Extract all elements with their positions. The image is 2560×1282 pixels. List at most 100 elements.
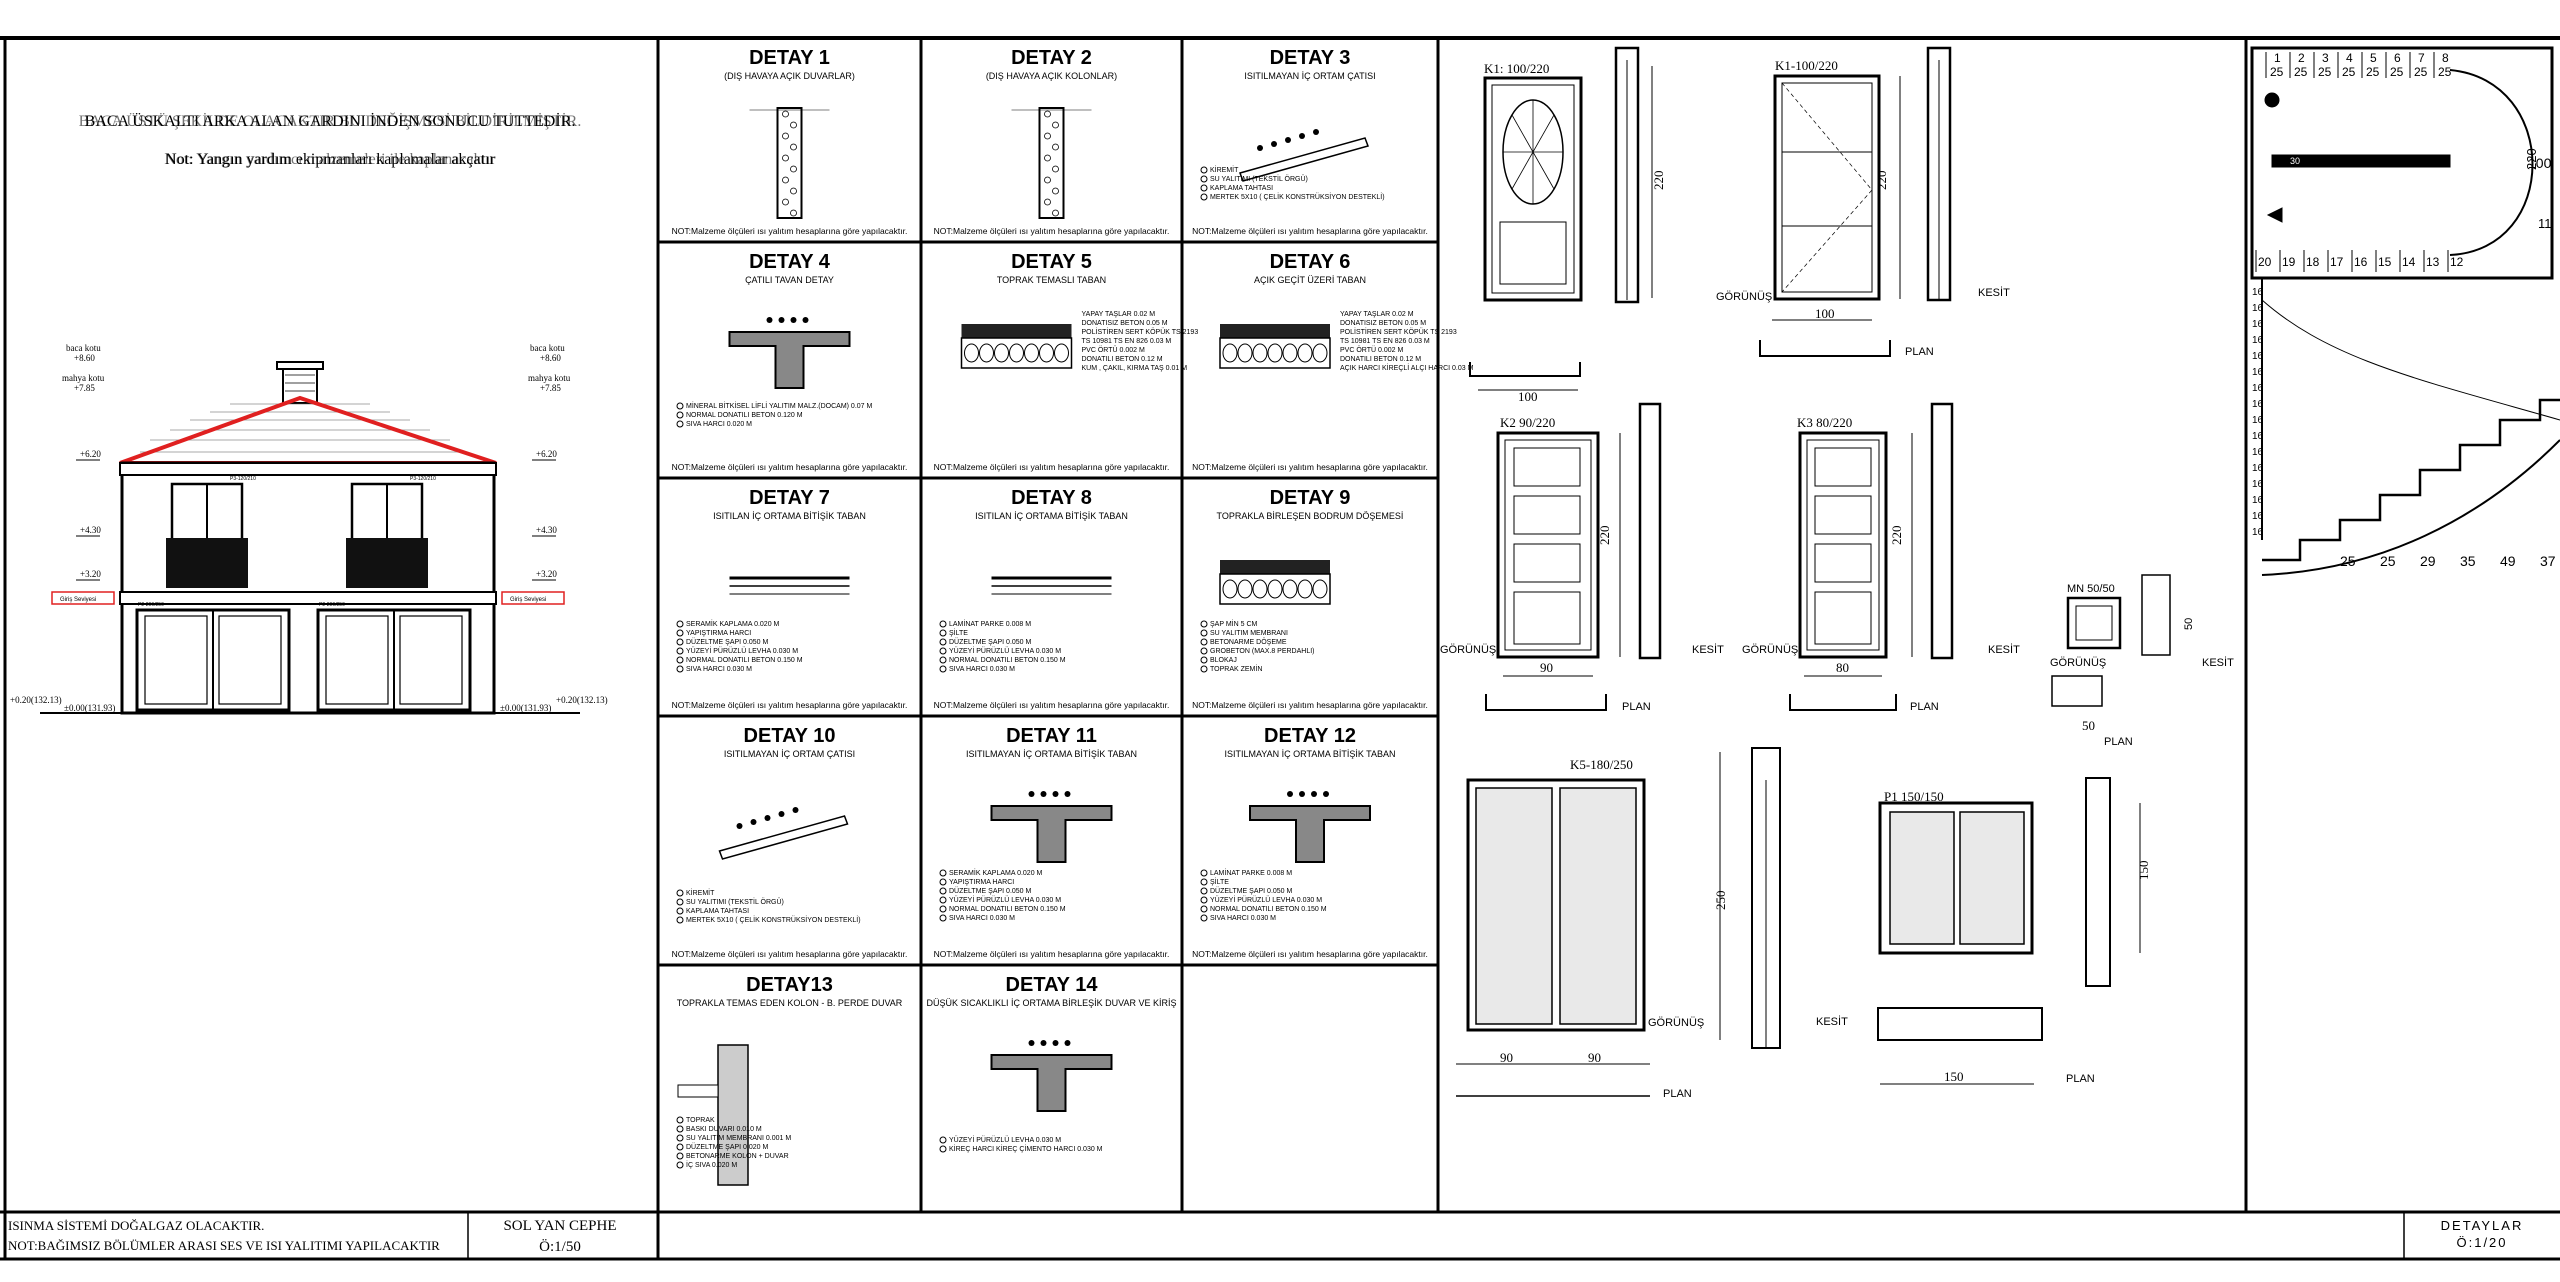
detail-note: NOT:Malzeme ölçüleri ısı yalıtım hesapla… <box>934 462 1170 472</box>
svg-text:PLAN: PLAN <box>2066 1073 2095 1085</box>
k1b-label: K1-100/220 <box>1775 58 1838 73</box>
stair-step-number: 17 <box>2330 255 2344 269</box>
detail-legend-item: PVC ÖRTÜ 0.002 M <box>1082 346 1145 354</box>
detail-title: DETAY 10 <box>744 725 836 747</box>
svg-text:KESİT: KESİT <box>2202 656 2234 669</box>
stair-step-number: 14 <box>2402 255 2416 269</box>
svg-text:baca kotu: baca kotu <box>66 343 101 353</box>
svg-text:+6.20: +6.20 <box>80 449 101 459</box>
svg-text:+3.20: +3.20 <box>536 569 557 579</box>
detail-cell-1: DETAY 1(DIŞ HAVAYA AÇIK DUVARLAR)NOT:Mal… <box>672 47 908 236</box>
detail-title: DETAY 11 <box>1006 725 1097 747</box>
detail-legend-item: KİREMİT <box>686 888 715 897</box>
svg-text:P2-200/250: P2-200/250 <box>138 602 164 608</box>
svg-text:mahya kotu: mahya kotu <box>528 373 571 383</box>
detail-legend-item: BLOKAJ <box>1210 657 1237 664</box>
detail-legend-item: SIVA HARCI 0.030 M <box>949 666 1015 673</box>
stair-tread-dim: 25 <box>2438 65 2452 79</box>
svg-text:80: 80 <box>1836 660 1849 675</box>
detail-title: DETAY 1 <box>749 47 830 69</box>
note-insulation: NOT:BAĞIMSIZ BÖLÜMLER ARASI SES VE ISI Y… <box>8 1238 440 1253</box>
detail-legend-item: TS 10981 TS EN 826 0.03 M <box>1340 338 1430 345</box>
balcony-rail-1 <box>166 538 248 588</box>
detail-legend-item: GROBETON (MAX.8 PERDAHLI) <box>1210 648 1315 655</box>
detail-legend-item: DÜZELTME ŞAPI 0.050 M <box>949 887 1032 895</box>
svg-text:P3-120/210: P3-120/210 <box>410 476 436 482</box>
detail-note: NOT:Malzeme ölçüleri ısı yalıtım hesapla… <box>1192 700 1428 710</box>
detail-legend-item: YÜZEYİ PÜRÜZLÜ LEVHA 0.030 M <box>949 1135 1061 1144</box>
detail-legend-item: KAPLAMA TAHTASI <box>686 908 749 915</box>
svg-text:P2-200/250: P2-200/250 <box>319 602 345 608</box>
stair-tread-dim: 25 <box>2414 65 2428 79</box>
detail-legend-item: YAPIŞTIRMA HARCI <box>686 630 751 637</box>
svg-text:150: 150 <box>2136 861 2151 881</box>
detail-legend-item: MERTEK 5X10 ( ÇELİK KONSTRÜKSİYON DESTEK… <box>1210 192 1385 201</box>
stair-step-number: 20 <box>2258 255 2272 269</box>
detail-subtitle: TOPRAKLA TEMAS EDEN KOLON - B. PERDE DUV… <box>677 998 903 1008</box>
detail-legend-item: POLİSTİREN SERT KÖPÜK TS 2193 <box>1340 327 1457 336</box>
stair-riser-dim: 16 <box>2252 287 2264 298</box>
detail-legend-item: KAPLAMA TAHTASI <box>1210 185 1273 192</box>
detail-legend-item: SU YALITIM MEMBRANI 0.001 M <box>686 1135 791 1142</box>
svg-text:+8.60: +8.60 <box>540 353 561 363</box>
detail-legend-item: YAPIŞTIRMA HARCI <box>949 879 1014 886</box>
detail-legend-item: LAMİNAT PARKE 0.008 M <box>1210 868 1292 877</box>
detail-legend-item: SIVA HARCI 0.030 M <box>686 666 752 673</box>
detail-legend-item: SIVA HARCI 0.030 M <box>1210 915 1276 922</box>
stair-riser-dim: 16 <box>2252 383 2264 394</box>
svg-text:±0.00(131.93): ±0.00(131.93) <box>500 703 551 713</box>
detail-legend-item: YAPAY TAŞLAR 0.02 M <box>1340 311 1414 318</box>
svg-text:220: 220 <box>1889 526 1904 546</box>
detail-legend-item: SIVA HARCI 0.030 M <box>949 915 1015 922</box>
stair-tread-dim: 49 <box>2500 553 2516 569</box>
svg-text:250: 250 <box>1713 891 1728 911</box>
svg-text:+0.20(132.13): +0.20(132.13) <box>10 695 62 705</box>
detail-title: DETAY 9 <box>1270 487 1351 509</box>
detail-legend-item: NORMAL DONATILI BETON 0.150 M <box>686 657 803 664</box>
svg-text:Giriş Seviyesi: Giriş Seviyesi <box>60 597 96 603</box>
sheet-scale-left: Ö:1/50 <box>539 1238 581 1255</box>
svg-text:PLAN: PLAN <box>1663 1088 1692 1100</box>
svg-text:mahya kotu: mahya kotu <box>62 373 105 383</box>
svg-text:P3-120/210: P3-120/210 <box>230 476 256 482</box>
svg-text:GÖRÜNÜŞ: GÖRÜNÜŞ <box>1648 1017 1704 1029</box>
svg-text:baca kotu: baca kotu <box>530 343 565 353</box>
detail-subtitle: (DIŞ HAVAYA AÇIK KOLONLAR) <box>986 71 1117 81</box>
detail-legend-item: BETONARME KOLON + DUVAR <box>686 1153 789 1160</box>
detail-legend-item: MERTEK 5X10 ( ÇELİK KONSTRÜKSİYON DESTEK… <box>686 915 861 924</box>
detail-title: DETAY 7 <box>749 487 830 509</box>
svg-text:PLAN: PLAN <box>1622 701 1651 713</box>
stair-riser-dim: 16 <box>2252 527 2264 538</box>
detail-legend-item: SU YALITIMI (TEKSTİL ÖRGÜ) <box>686 897 784 906</box>
detail-legend-item: DÜZELTME ŞAPI 0.050 M <box>686 638 769 646</box>
svg-text:220: 220 <box>1651 171 1666 191</box>
detail-legend-item: ŞİLTE <box>1210 877 1229 886</box>
stair-step-number: 1 <box>2274 51 2281 65</box>
detail-legend-item: DÜZELTME ŞAPI 0.050 M <box>1210 887 1293 895</box>
stair-riser-dim: 16 <box>2252 511 2264 522</box>
roof-tiles <box>140 403 460 453</box>
stair-step-number: 8 <box>2442 51 2449 65</box>
k2-label: K2 90/220 <box>1500 415 1555 430</box>
not-note: Not: Yangın yardım ekipmanları kaplamala… <box>165 151 495 168</box>
stair-riser-dim: 16 <box>2252 463 2264 474</box>
svg-text:90: 90 <box>1500 1050 1513 1065</box>
detail-legend-item: ŞİLTE <box>949 628 968 637</box>
p1-window <box>1878 801 2034 955</box>
svg-text:GÖRÜNÜŞ: GÖRÜNÜŞ <box>1716 291 1772 303</box>
svg-text:PLAN: PLAN <box>1905 346 1934 358</box>
detail-legend-item: KİREÇ HARCI KİREÇ ÇİMENTO HARCI 0.030 M <box>949 1144 1103 1153</box>
detail-legend-item: PVC ÖRTÜ 0.002 M <box>1340 346 1403 354</box>
svg-text:90: 90 <box>1588 1050 1601 1065</box>
svg-text:Giriş Seviyesi: Giriş Seviyesi <box>510 597 546 603</box>
svg-text:+7.85: +7.85 <box>540 383 561 393</box>
detail-legend-item: DÜZELTME ŞAPI 0.020 M <box>686 1143 769 1151</box>
detail-legend-item: BASKI DUVARI 0.010 M <box>686 1126 762 1133</box>
